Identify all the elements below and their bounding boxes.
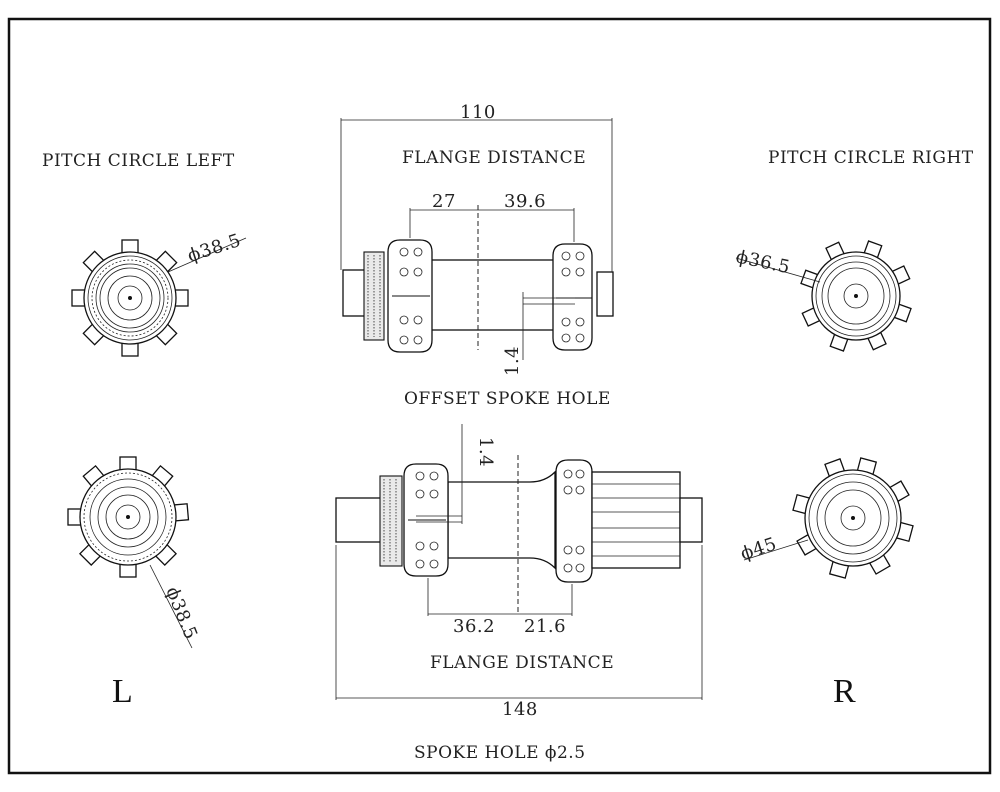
flange-view-front-left: ϕ38.5: [71, 230, 247, 357]
pitch-circle-right-title: PITCH CIRCLE RIGHT: [768, 148, 974, 168]
freehub-body: [591, 471, 681, 569]
pcd-leader: [149, 564, 193, 649]
pcd-leader: [735, 257, 821, 283]
hub-body: [447, 470, 556, 570]
rotor-mount: [363, 251, 385, 341]
flange-distance-rear-title: FLANGE DISTANCE: [430, 653, 614, 673]
pcd-leader: [167, 237, 247, 273]
pitch-circle-left-title: PITCH CIRCLE LEFT: [42, 151, 235, 171]
flange-distance-front-title: FLANGE DISTANCE: [402, 148, 586, 168]
rotor-mount: [379, 475, 403, 567]
pcd-rear-left-value: ϕ38.5: [161, 584, 201, 643]
front-offset-value: 1.4: [502, 346, 523, 376]
front-right-flange-value: 39.6: [504, 191, 546, 212]
rear-right-flange-value: 21.6: [524, 616, 566, 637]
front-left-flange-value: 27: [432, 191, 456, 212]
side-left-label: L: [112, 673, 133, 710]
flange-tabs: [67, 456, 190, 578]
right-end-cap: [596, 271, 614, 317]
flange-tabs: [71, 239, 189, 357]
right-flange: [555, 459, 593, 583]
spoke-hole-title: SPOKE HOLE ϕ2.5: [414, 743, 586, 763]
front-hub-side-view: [340, 118, 614, 360]
rear-width-value: 148: [502, 699, 538, 720]
right-axle-end: [679, 497, 703, 543]
left-axle-end: [335, 497, 382, 543]
side-right-label: R: [833, 673, 856, 710]
pcd-front-left-value: ϕ38.5: [185, 230, 244, 267]
right-flange: [552, 243, 593, 351]
pcd-leader: [743, 539, 809, 561]
hub-body: [429, 259, 556, 331]
offset-spoke-hole-title: OFFSET SPOKE HOLE: [404, 389, 611, 409]
drawing-frame: [7, 17, 992, 775]
flange-view-rear-right: ϕ45: [738, 457, 914, 579]
pcd-rear-right-value: ϕ45: [738, 533, 779, 564]
rear-left-flange-value: 36.2: [453, 616, 495, 637]
flange-view-front-right: ϕ36.5: [734, 240, 912, 352]
front-width-value: 110: [460, 102, 496, 123]
rear-hub-side-view: [335, 424, 703, 700]
left-end-cap: [342, 269, 366, 317]
rear-offset-value: 1.4: [475, 437, 496, 467]
pcd-front-right-value: ϕ36.5: [734, 246, 792, 278]
flange-view-rear-left: ϕ38.5: [67, 456, 201, 649]
